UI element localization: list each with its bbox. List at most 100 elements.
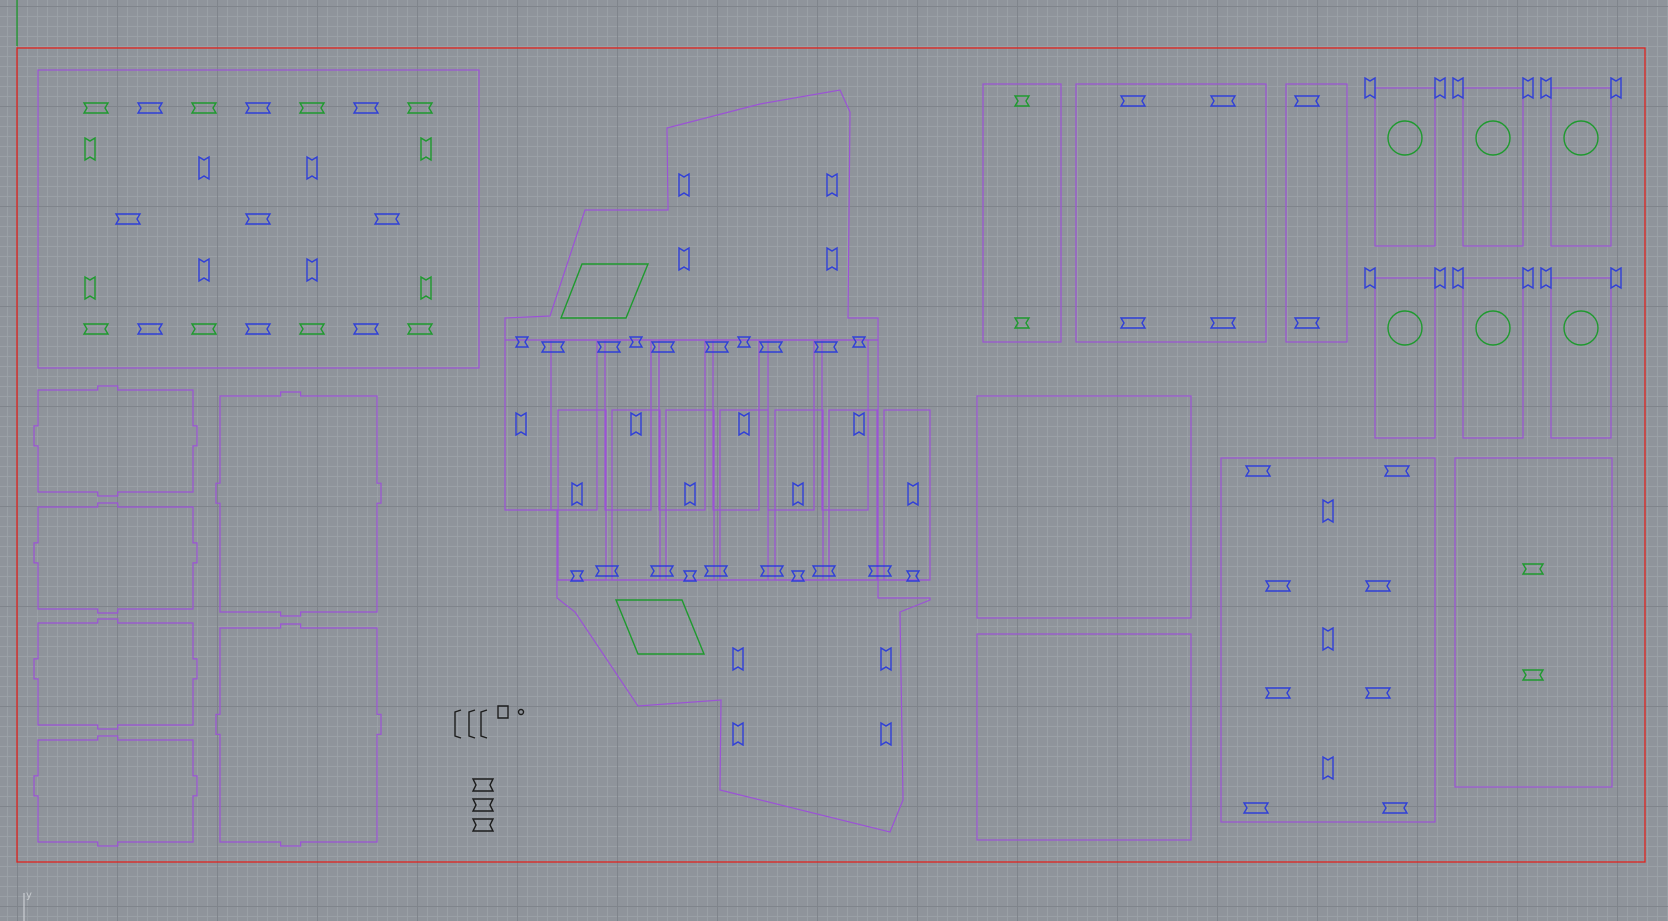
slot [569, 570, 585, 582]
side-panel-e[interactable] [976, 633, 1192, 841]
slot [298, 102, 326, 114]
module-hole-6 [1563, 310, 1599, 346]
slot [1264, 580, 1292, 592]
slot [1522, 76, 1534, 100]
spare-pin [517, 708, 525, 716]
slot [1364, 580, 1392, 592]
slot [880, 721, 892, 747]
slot [373, 213, 401, 225]
slot [851, 336, 867, 348]
small-panel-2[interactable] [33, 502, 198, 614]
module-panel-2[interactable] [1462, 87, 1524, 247]
slot [1322, 498, 1334, 524]
slot [244, 213, 272, 225]
slot [1452, 266, 1464, 290]
slot [514, 336, 530, 348]
slot [811, 565, 837, 577]
finger-slats[interactable] [505, 339, 931, 581]
slot [84, 275, 96, 301]
spare-clip-4 [497, 705, 509, 719]
slot [1209, 317, 1237, 329]
module-panel-1[interactable] [1374, 87, 1436, 247]
slot [759, 565, 785, 577]
slot [678, 172, 690, 198]
wide-panel-b[interactable] [1075, 83, 1267, 343]
slot [1540, 76, 1552, 100]
slot [703, 565, 729, 577]
narrow-panel-c[interactable] [1285, 83, 1348, 343]
central-frame-outline[interactable] [504, 89, 931, 833]
slot [684, 481, 696, 507]
mid-side-panels[interactable] [215, 391, 382, 847]
slot [1013, 95, 1031, 107]
small-panel-4[interactable] [33, 735, 198, 847]
slot [1521, 669, 1545, 681]
module-hole-4 [1387, 310, 1423, 346]
slot [198, 155, 210, 181]
slot [1264, 687, 1292, 699]
slot [1293, 95, 1321, 107]
side-panel-d[interactable] [976, 395, 1192, 619]
top-left-green-slots [82, 102, 434, 335]
slot [649, 565, 675, 577]
lower-slat-6[interactable] [828, 409, 878, 581]
small-panel-1[interactable] [33, 385, 198, 497]
cutout-upper [559, 263, 650, 319]
module-panel-4[interactable] [1374, 277, 1436, 439]
module-hole-1 [1387, 120, 1423, 156]
top-left-blue-slots [114, 102, 401, 335]
right-top-panels[interactable] [982, 83, 1348, 343]
slot [406, 323, 434, 335]
slot [114, 213, 142, 225]
slot [1119, 95, 1147, 107]
base-plate[interactable] [37, 69, 480, 369]
module-panel-6[interactable] [1550, 277, 1612, 439]
lower-slat-5[interactable] [774, 409, 824, 581]
slot [1364, 266, 1376, 290]
slot [190, 323, 218, 335]
slot [420, 275, 432, 301]
small-panel-3[interactable] [33, 618, 198, 730]
panel-g[interactable] [1454, 457, 1613, 788]
slot [826, 246, 838, 272]
lower-slat-7[interactable] [883, 409, 931, 581]
slot [1244, 465, 1272, 477]
module-panel-3[interactable] [1550, 87, 1612, 247]
slot [244, 323, 272, 335]
small-spare-parts[interactable] [454, 705, 525, 832]
narrow-panel-a[interactable] [982, 83, 1062, 343]
slot [736, 336, 752, 348]
slot [907, 481, 919, 507]
lower-slat-4[interactable] [719, 409, 769, 581]
right-middle-panels[interactable] [976, 395, 1613, 841]
slot [704, 341, 730, 353]
slot [682, 570, 698, 582]
lower-slat-2[interactable] [611, 409, 661, 581]
slot [1293, 317, 1321, 329]
tall-panel-2[interactable] [215, 623, 382, 847]
right-top-slots [1013, 95, 1321, 329]
left-side-panels[interactable] [33, 385, 198, 847]
lower-slat-3[interactable] [665, 409, 715, 581]
slot [420, 136, 432, 162]
slot [650, 341, 676, 353]
slot [1364, 76, 1376, 100]
slot [630, 411, 642, 437]
top-plate-f[interactable] [1220, 457, 1436, 823]
slot [82, 102, 110, 114]
slot [1434, 76, 1446, 100]
slot [905, 570, 921, 582]
slot [792, 481, 804, 507]
module-panel-5[interactable] [1462, 277, 1524, 439]
tall-panel-1[interactable] [215, 391, 382, 617]
slot [82, 323, 110, 335]
slot [732, 646, 744, 672]
central-frame[interactable] [504, 89, 931, 833]
slot [867, 565, 893, 577]
cutout-lower [614, 599, 706, 655]
module-panels[interactable] [1364, 76, 1622, 439]
sheet-border[interactable] [16, 47, 1646, 863]
slot [406, 102, 434, 114]
